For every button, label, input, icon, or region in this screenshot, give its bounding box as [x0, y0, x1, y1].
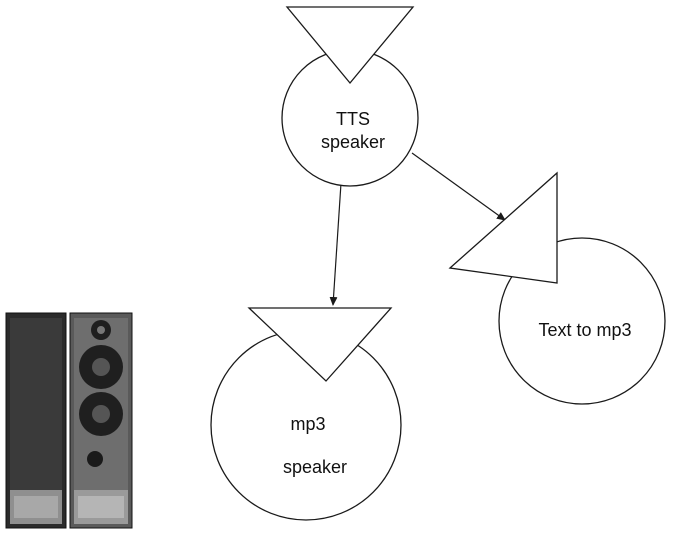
mp3-speaker-triangle	[247, 307, 393, 382]
text-to-mp3-label: Text to mp3	[538, 320, 631, 340]
node-mp3-speaker: mp3 speaker	[210, 307, 402, 521]
edge-tts-to-mp3	[329, 167, 343, 306]
edge-tts-to-text-mp3	[411, 152, 506, 221]
mp3-speaker-label-line2: speaker	[283, 457, 347, 477]
tts-speaker-triangle	[285, 6, 415, 85]
node-text-to-mp3: Text to mp3	[448, 171, 666, 405]
tts-speaker-label-line2: speaker	[321, 132, 385, 152]
node-tts-speaker: TTS speaker	[281, 6, 419, 187]
mp3-speaker-label-line1: mp3	[290, 414, 325, 434]
tts-speaker-label-line1: TTS	[336, 109, 370, 129]
text-to-mp3-triangle	[448, 171, 558, 284]
speaker-cabinet-image	[5, 312, 133, 529]
